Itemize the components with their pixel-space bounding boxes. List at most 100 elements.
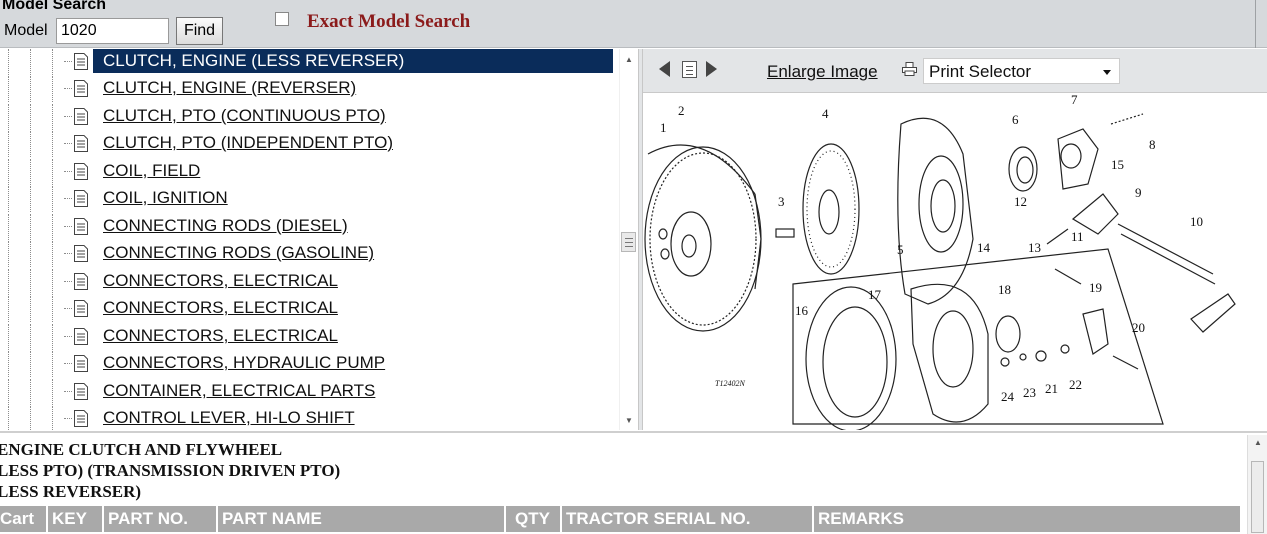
callout-12: 12	[1014, 194, 1027, 209]
parts-table-header: Cart KEY PART NO. PART NAME QTY TRACTOR …	[0, 506, 1240, 532]
exact-model-checkbox[interactable]	[275, 12, 289, 26]
scroll-down-icon[interactable]: ▼	[625, 416, 633, 425]
callout-2: 2	[678, 103, 685, 118]
flywheel-drawing	[644, 144, 762, 332]
callout-11: 11	[1071, 229, 1084, 244]
callout-22: 22	[1069, 377, 1082, 392]
tree-item[interactable]: CONNECTING RODS (DIESEL)	[0, 214, 614, 240]
tree-item-label[interactable]: CONTAINER, ELECTRICAL PARTS	[103, 381, 376, 400]
document-icon	[74, 53, 88, 70]
previous-image-icon[interactable]	[659, 61, 670, 77]
tree-item-label[interactable]: CONNECTING RODS (DIESEL)	[103, 216, 348, 235]
tree-item[interactable]: CONTAINER, ELECTRICAL PARTS	[0, 379, 614, 405]
callout-24: 24	[1001, 389, 1015, 404]
exact-model-search-label[interactable]: Exact Model Search	[307, 11, 471, 32]
parts-diagram[interactable]: 1 2 3 4 5 6 7 8 9 10 11 12 13 14 15 16 1…	[643, 94, 1267, 430]
parts-tree: CLUTCH, ENGINE (LESS REVERSER) CLUTCH, E…	[0, 49, 638, 430]
document-icon	[74, 328, 88, 345]
tree-item[interactable]: CONNECTORS, ELECTRICAL	[0, 324, 614, 350]
tree-item-label[interactable]: CLUTCH, ENGINE (LESS REVERSER)	[93, 49, 613, 73]
document-icon	[74, 190, 88, 207]
scroll-up-icon[interactable]: ▲	[1254, 438, 1262, 447]
callout-14: 14	[977, 240, 991, 255]
parts-detail-panel: ENGINE CLUTCH AND FLYWHEEL LESS PTO) (TR…	[0, 431, 1267, 534]
callout-8: 8	[1149, 137, 1156, 152]
model-input[interactable]	[56, 18, 169, 44]
tree-item[interactable]: CLUTCH, ENGINE (LESS REVERSER)	[0, 49, 614, 75]
detail-heading-line-3: LESS REVERSER)	[0, 482, 142, 501]
tree-item-label[interactable]: CONNECTORS, ELECTRICAL	[103, 326, 338, 345]
page-icon[interactable]	[682, 61, 697, 78]
pressure-plate-drawing	[897, 117, 974, 305]
detail-heading-line-1: ENGINE CLUTCH AND FLYWHEEL	[0, 440, 283, 459]
callout-16: 16	[795, 303, 809, 318]
tree-item-label[interactable]: CLUTCH, PTO (INDEPENDENT PTO)	[103, 133, 393, 152]
next-image-icon[interactable]	[706, 61, 717, 77]
detail-scrollbar-thumb[interactable]	[1251, 461, 1264, 533]
document-icon	[74, 80, 88, 97]
callout-17: 17	[868, 287, 882, 302]
pane-splitter[interactable]	[638, 49, 643, 430]
tree-item[interactable]: COIL, IGNITION	[0, 186, 614, 212]
tree-item[interactable]: CONNECTORS, ELECTRICAL	[0, 269, 614, 295]
tree-item-label[interactable]: COIL, FIELD	[103, 161, 201, 180]
tree-item[interactable]: CONNECTORS, HYDRAULIC PUMP	[0, 351, 614, 377]
callout-10: 10	[1190, 214, 1203, 229]
scroll-up-icon[interactable]: ▲	[625, 55, 633, 64]
tree-item-label[interactable]: CONNECTORS, ELECTRICAL	[103, 298, 338, 317]
tree-item[interactable]: CONNECTING RODS (GASOLINE)	[0, 241, 614, 267]
tree-item[interactable]: CONNECTORS, ELECTRICAL	[0, 296, 614, 322]
document-icon	[74, 273, 88, 290]
tree-item-label[interactable]: CONTROL LEVER, HI-LO SHIFT	[103, 408, 355, 427]
document-icon	[74, 218, 88, 235]
tree-item-label[interactable]: CLUTCH, PTO (CONTINUOUS PTO)	[103, 106, 386, 125]
enlarge-image-link[interactable]: Enlarge Image	[767, 62, 878, 81]
detail-scrollbar[interactable]: ▲	[1247, 435, 1267, 534]
find-button[interactable]: Find	[176, 17, 223, 45]
tree-item[interactable]: CLUTCH, PTO (CONTINUOUS PTO)	[0, 104, 614, 130]
col-key[interactable]: KEY	[48, 506, 102, 532]
tree-item-label[interactable]: CONNECTING RODS (GASOLINE)	[103, 243, 375, 262]
callout-19: 19	[1089, 280, 1102, 295]
print-selector-value: Print Selector	[929, 62, 1032, 81]
tree-item-label[interactable]: COIL, IGNITION	[103, 188, 228, 207]
col-qty[interactable]: QTY	[506, 506, 560, 532]
model-search-title: Model Search	[2, 0, 107, 13]
tree-item-label[interactable]: CONNECTORS, HYDRAULIC PUMP	[103, 353, 386, 372]
document-icon	[74, 383, 88, 400]
printer-icon[interactable]	[902, 62, 917, 76]
callout-20: 20	[1132, 320, 1145, 335]
callout-21: 21	[1045, 381, 1058, 396]
tree-item-label[interactable]: CONNECTORS, ELECTRICAL	[103, 271, 338, 290]
callout-4: 4	[822, 106, 829, 121]
tree-item[interactable]: CONTROL LEVER, HI-LO SHIFT	[0, 406, 614, 430]
col-part-name[interactable]: PART NAME	[218, 506, 504, 532]
print-selector-dropdown[interactable]: Print Selector	[923, 58, 1120, 84]
chevron-down-icon	[1103, 70, 1111, 75]
model-search-bar: Model Search Model Find Exact Model Sear…	[0, 0, 1267, 48]
callout-3: 3	[778, 194, 785, 209]
tree-item-label[interactable]: CLUTCH, ENGINE (REVERSER)	[103, 78, 357, 97]
col-remarks[interactable]: REMARKS	[814, 506, 1240, 532]
callout-7: 7	[1071, 94, 1078, 107]
tree-scrollbar-thumb[interactable]	[621, 232, 636, 252]
callout-15: 15	[1111, 157, 1124, 172]
callout-5: 5	[897, 242, 904, 257]
document-icon	[74, 355, 88, 372]
callout-1: 1	[660, 120, 667, 135]
callout-18: 18	[998, 282, 1011, 297]
detail-heading-line-2: LESS PTO) (TRANSMISSION DRIVEN PTO)	[0, 461, 341, 480]
document-icon	[74, 300, 88, 317]
document-icon	[74, 108, 88, 125]
tree-item[interactable]: COIL, FIELD	[0, 159, 614, 185]
col-cart[interactable]: Cart	[0, 506, 46, 532]
image-pane: Enlarge Image Print Selector	[643, 49, 1267, 430]
callout-23: 23	[1023, 385, 1036, 400]
callout-13: 13	[1028, 240, 1041, 255]
col-part-no[interactable]: PART NO.	[104, 506, 216, 532]
tree-item[interactable]: CLUTCH, PTO (INDEPENDENT PTO)	[0, 131, 614, 157]
tree-scrollbar[interactable]: ▲ ▼	[619, 49, 638, 430]
col-tractor-serial-no[interactable]: TRACTOR SERIAL NO.	[562, 506, 812, 532]
image-toolbar: Enlarge Image Print Selector	[643, 49, 1267, 93]
tree-item[interactable]: CLUTCH, ENGINE (REVERSER)	[0, 76, 614, 102]
